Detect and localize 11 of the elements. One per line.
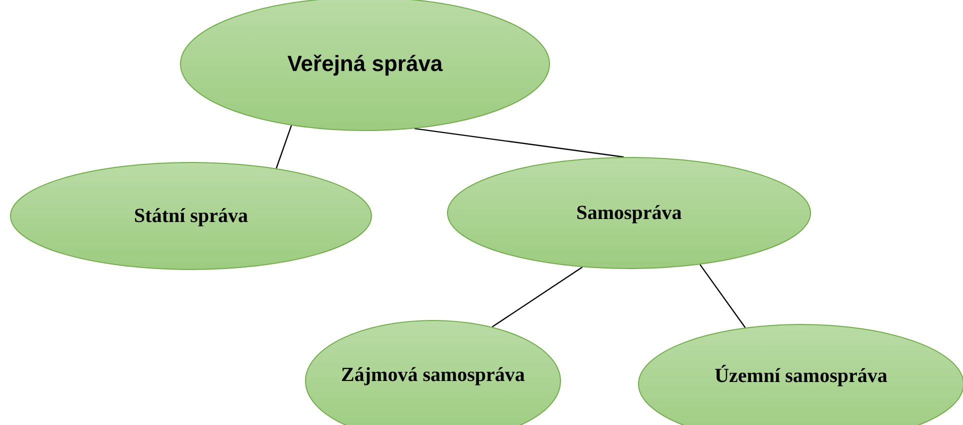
connector-line: [700, 264, 746, 328]
connector-line: [276, 125, 292, 169]
ellipse-node: [10, 162, 372, 270]
connector-line: [414, 128, 624, 158]
node-label: Veřejná správa: [287, 50, 443, 78]
node-label: Státní správa: [134, 204, 248, 228]
node-label: Územní samospráva: [714, 364, 888, 388]
ellipse-node: [447, 157, 811, 269]
connector-line: [492, 266, 583, 328]
node-label: Zájmová samospráva: [341, 362, 525, 388]
node-label: Samospráva: [576, 200, 682, 226]
